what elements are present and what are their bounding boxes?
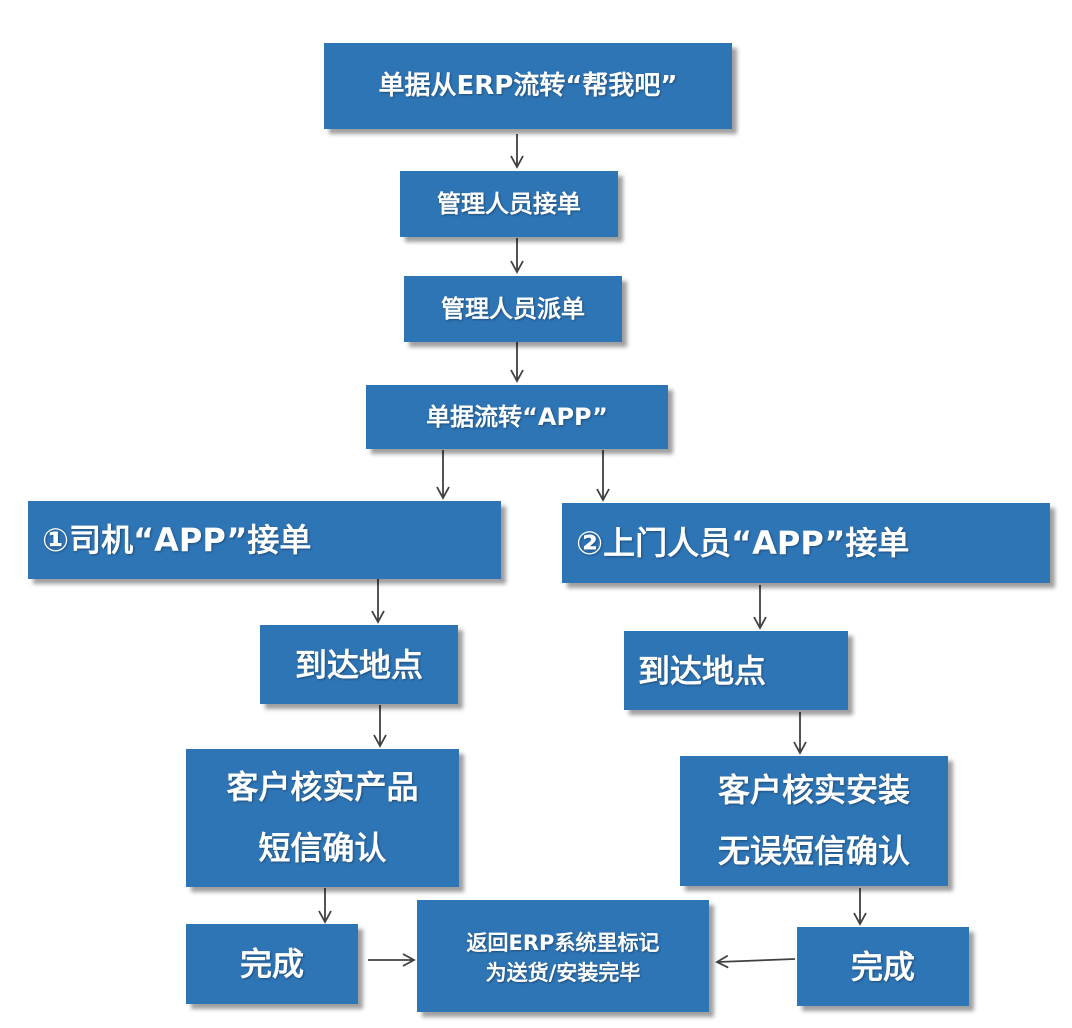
node-return-erp: 返回ERP系统里标记 为送货/安装完毕 xyxy=(417,900,709,1012)
node-installer-done: 完成 xyxy=(797,927,969,1006)
node-app-transfer-label: 单据流转“APP” xyxy=(426,403,608,431)
node-installer-arrive: 到达地点 xyxy=(624,631,848,710)
node-driver-done: 完成 xyxy=(186,924,358,1004)
node-installer-done-label: 完成 xyxy=(850,947,915,986)
node-installer-verify-line2: 无误短信确认 xyxy=(717,832,910,870)
node-driver-arrive-label: 到达地点 xyxy=(294,645,423,684)
node-return-erp-line2: 为送货/安装完毕 xyxy=(485,961,641,986)
node-driver-done-label: 完成 xyxy=(239,945,304,983)
node-installer-verify-line1: 客户核实安装 xyxy=(717,771,910,810)
node-erp-transfer-label: 单据从ERP流转“帮我吧” xyxy=(378,70,678,101)
node-driver-accept-label: ①司机“APP”接单 xyxy=(42,521,312,559)
node-app-transfer: 单据流转“APP” xyxy=(366,385,668,449)
node-installer-accept-label: ②上门人员“APP”接单 xyxy=(576,524,910,562)
node-driver-verify-line2: 短信确认 xyxy=(258,829,387,867)
node-manager-dispatch-label: 管理人员派单 xyxy=(441,295,585,323)
node-return-erp-line1: 返回ERP系统里标记 xyxy=(466,931,660,955)
node-manager-dispatch: 管理人员派单 xyxy=(404,276,622,342)
node-driver-accept: ①司机“APP”接单 xyxy=(28,501,501,579)
node-driver-verify: 客户核实产品 短信确认 xyxy=(186,749,459,887)
node-installer-accept: ②上门人员“APP”接单 xyxy=(562,503,1050,583)
node-driver-verify-line1: 客户核实产品 xyxy=(226,768,419,807)
node-manager-accept: 管理人员接单 xyxy=(400,171,618,237)
node-installer-verify: 客户核实安装 无误短信确认 xyxy=(680,756,948,886)
node-erp-transfer: 单据从ERP流转“帮我吧” xyxy=(324,43,732,129)
node-installer-arrive-label: 到达地点 xyxy=(638,651,767,690)
node-driver-arrive: 到达地点 xyxy=(260,625,458,704)
node-manager-accept-label: 管理人员接单 xyxy=(437,190,581,218)
arrow-installer-done-to-return xyxy=(715,954,796,969)
